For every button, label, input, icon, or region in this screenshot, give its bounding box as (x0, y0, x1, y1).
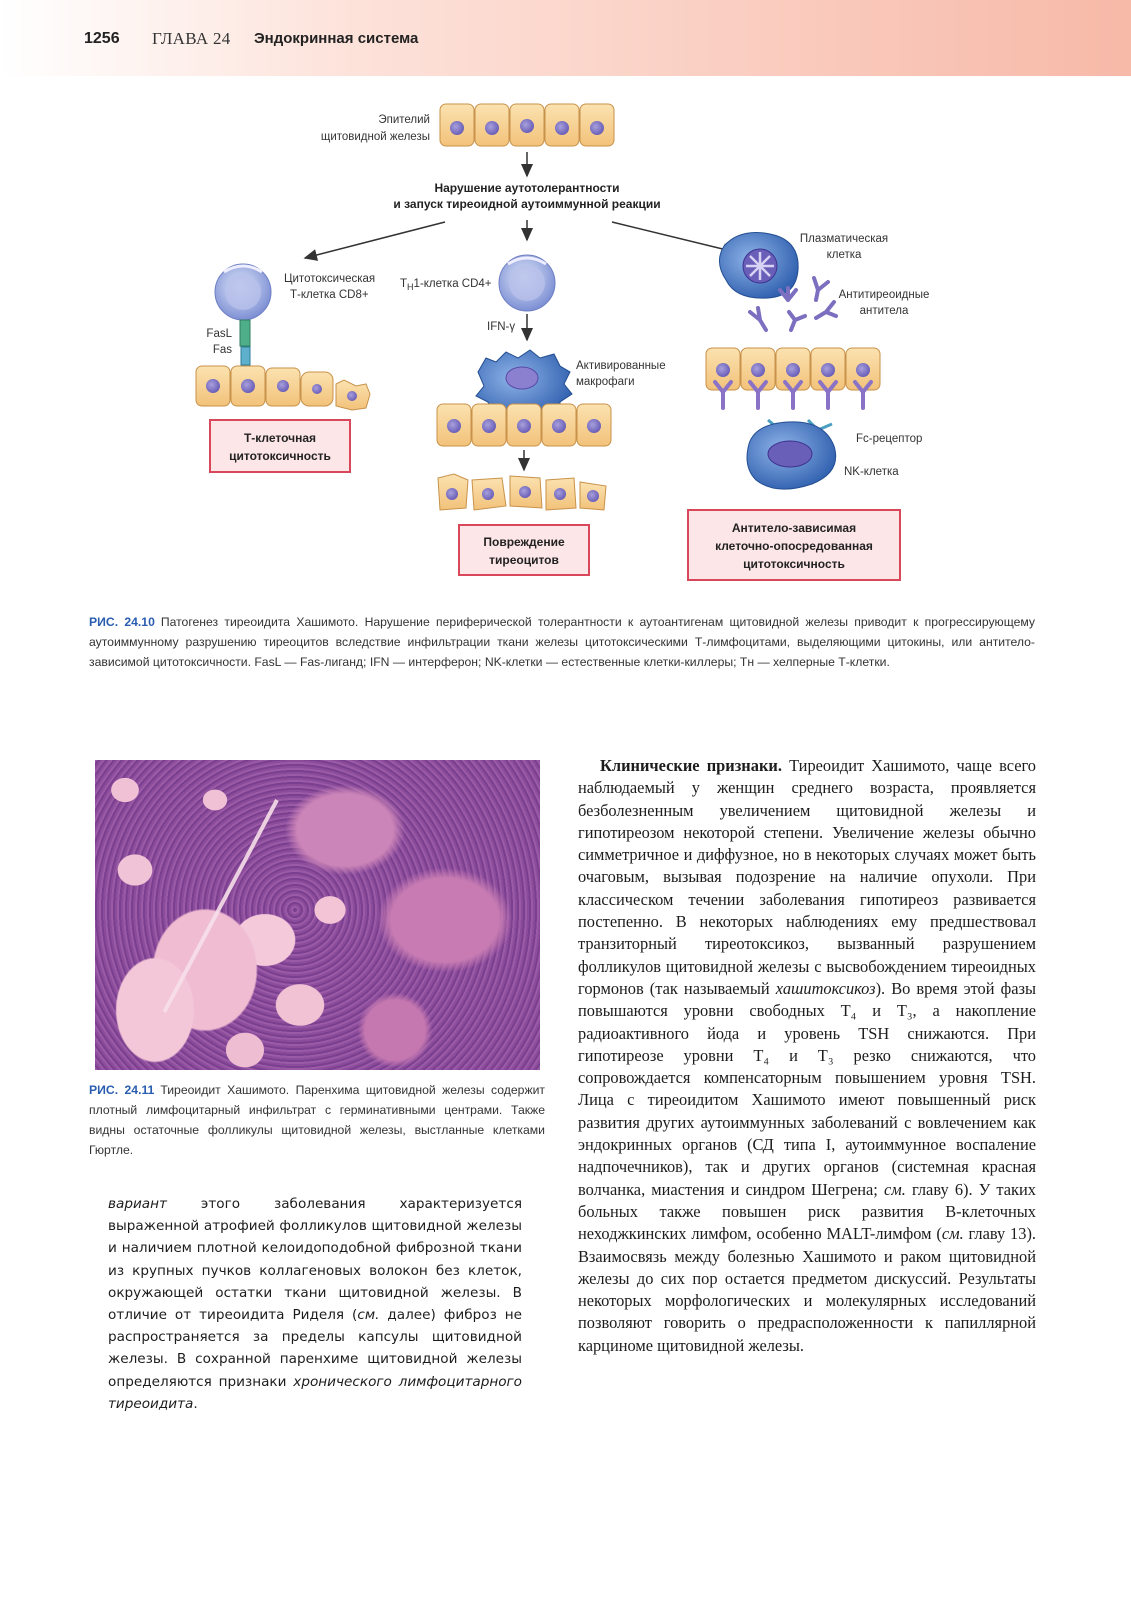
nk-cell (746, 421, 837, 490)
box-adcc: Антитело-зависимая клеточно-опосредованн… (687, 509, 901, 581)
label-ctl-1: Цитотоксическая (284, 273, 375, 285)
fasl-fas-interaction (239, 319, 251, 366)
text-left-main: этого заболевания характеризуется выраже… (108, 1196, 522, 1324)
caption-label-24-11: РИС. 24.11 (89, 1083, 155, 1097)
thyroid-epithelium-row (439, 103, 615, 147)
caption-label-24-10: РИС. 24.10 (89, 615, 155, 629)
plasma-cell (719, 232, 799, 299)
label-fas: Fas (213, 344, 232, 356)
text-chronic-thyroiditis: хронического лимфоцитарного тиреоидита (108, 1373, 522, 1412)
antithyroid-antibodies (748, 276, 838, 332)
label-antibodies-1: Антитиреоидные (839, 289, 930, 301)
label-breakdown-2: и запуск тиреоидной аутоиммунной реакции (393, 197, 660, 211)
box-adcc-3: цитотоксичность (743, 557, 845, 571)
box-tcell-1: Т-клеточная (244, 431, 316, 445)
term-hashitoxicosis: хашитоксикоз (775, 978, 876, 998)
box-adcc-1: Антитело-зависимая (732, 521, 856, 535)
page-header: 1256 ГЛАВА 24 Эндокринная система (0, 0, 1131, 76)
section-title: Эндокринная система (254, 30, 419, 47)
middle-epithelium-row (436, 403, 612, 447)
left-column-text: вариант этого заболевания характеризуетс… (108, 1193, 522, 1415)
right-column-text: Клинические признаки. Тиреоидит Хашимото… (578, 755, 1036, 1357)
chapter-label: ГЛАВА 24 (152, 29, 231, 48)
box-thyrocyte-damage: Повреждение тиреоцитов (458, 524, 590, 576)
text-left-mid: далее) фиброз не распространяется за пре… (108, 1307, 522, 1390)
fibrous-septum (162, 799, 279, 1013)
clinical-text-2: ). Во время этой фазы повышаются уровни … (578, 978, 1036, 1199)
box-damage-1: Повреждение (483, 535, 565, 549)
damaged-epithelium-left (195, 365, 371, 411)
box-adcc-2: клеточно-опосредованная (715, 539, 873, 553)
caption-text-24-11: Тиреоидит Хашимото. Паренхима щитовидной… (89, 1083, 545, 1157)
text-see-1: см. (884, 1179, 906, 1199)
label-nk-cell: NK-клетка (844, 466, 899, 478)
label-plasma-2: клетка (827, 249, 862, 261)
cytotoxic-t-cell (214, 263, 272, 321)
histology-micrograph (95, 760, 540, 1070)
clinical-text-4: главу 13). Взаимосвязь между болезнью Ха… (578, 1224, 1036, 1355)
label-fc-receptor: Fc-рецептор (856, 433, 922, 445)
label-ctl-2: Т-клетка CD8+ (290, 289, 369, 301)
label-fasl: FasL (206, 328, 232, 340)
th1-cd4-cell (498, 254, 556, 312)
damaged-epithelium-middle (437, 473, 607, 511)
caption-text-24-10: Патогенез тиреоидита Хашимото. Нарушение… (89, 615, 1035, 669)
label-breakdown-1: Нарушение аутотолерантности (434, 181, 619, 195)
text-see-2: см. (941, 1224, 964, 1244)
label-macro-2: макрофаги (576, 376, 635, 388)
activated-macrophage (475, 349, 573, 421)
label-epithelium-1: Эпителий (378, 114, 430, 126)
right-epithelium-row (705, 347, 881, 391)
box-tcell-2: цитотоксичность (229, 449, 331, 463)
label-antibodies-2: антитела (860, 305, 909, 317)
clinical-text-1: Тиреоидит Хашимото, чаще всего наблюдаем… (578, 756, 1037, 998)
label-plasma-1: Плазматическая (800, 233, 888, 245)
text-left-end: . (193, 1395, 198, 1412)
label-macro-1: Активированные (576, 360, 666, 372)
clinical-heading: Клинические признаки. (600, 756, 782, 775)
label-epithelium-2: щитовидной железы (321, 131, 430, 143)
box-tcell-cytotoxicity: Т-клеточная цитотоксичность (209, 419, 351, 473)
label-th1: TH1-клетка CD4+ (400, 278, 492, 292)
figure-24-10-diagram: Эпителий щитовидной железы Нарушение аут… (195, 103, 930, 581)
box-damage-2: тиреоцитов (489, 553, 559, 567)
label-ifn-gamma: IFN-γ (487, 321, 515, 333)
clinical-text-3: главу 6). У таких больных также повышен … (578, 1179, 1036, 1244)
page-number: 1256 (84, 30, 120, 47)
bound-antibodies (713, 380, 873, 410)
text-variant: вариант (108, 1196, 167, 1212)
text-see: см. (357, 1307, 380, 1324)
